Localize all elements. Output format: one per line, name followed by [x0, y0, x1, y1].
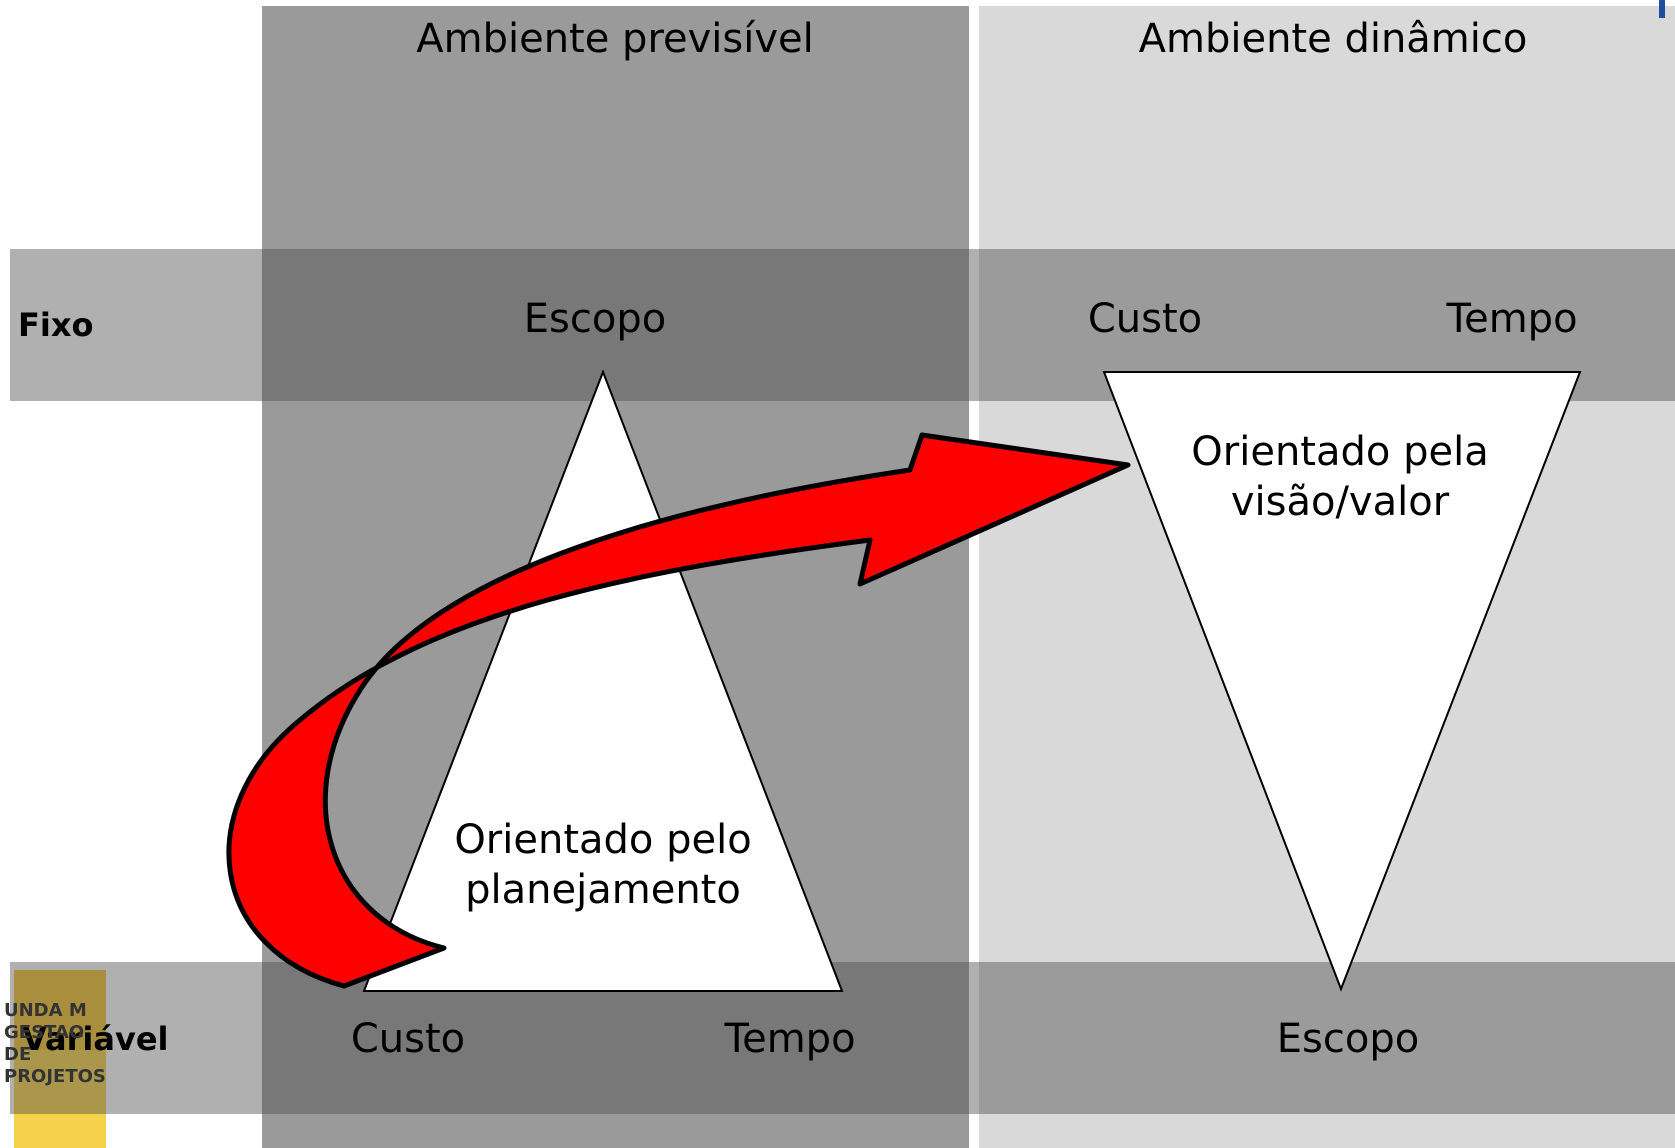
planning-label-line-2: planejamento	[465, 867, 741, 913]
variable-row-label: Variável	[22, 1020, 169, 1058]
planning-triangle	[362, 369, 844, 992]
vision-label-line-1: Orientado pela	[1191, 429, 1489, 475]
vision-value-triangle-label: Orientado pela visão/valor	[1170, 427, 1510, 527]
vision-label-line-2: visão/valor	[1230, 479, 1450, 525]
planning-label-line-1: Orientado pelo	[454, 817, 752, 863]
left-variable-cost: Custo	[350, 1016, 466, 1062]
book-cover-stripe	[14, 1050, 106, 1148]
left-fixed-scope: Escopo	[523, 296, 667, 342]
right-fixed-time: Tempo	[1446, 296, 1578, 342]
book-cover-text: UNDA M GESTAO DE PROJETOS	[4, 1000, 106, 1087]
planning-triangle-label: Orientado pelo planejamento	[433, 815, 773, 915]
vision-value-triangle	[1102, 371, 1582, 992]
variable-row-band	[10, 962, 1675, 1114]
predictable-environment-header: Ambiente previsível	[416, 16, 814, 62]
transition-arrow	[226, 432, 1131, 989]
right-fixed-cost: Custo	[1087, 296, 1203, 342]
fixed-row-label: Fixo	[18, 306, 94, 344]
dynamic-environment-header: Ambiente dinâmico	[1138, 16, 1528, 62]
left-variable-time: Tempo	[724, 1016, 856, 1062]
right-variable-scope: Escopo	[1276, 1016, 1420, 1062]
accent-bar	[1659, 0, 1665, 18]
